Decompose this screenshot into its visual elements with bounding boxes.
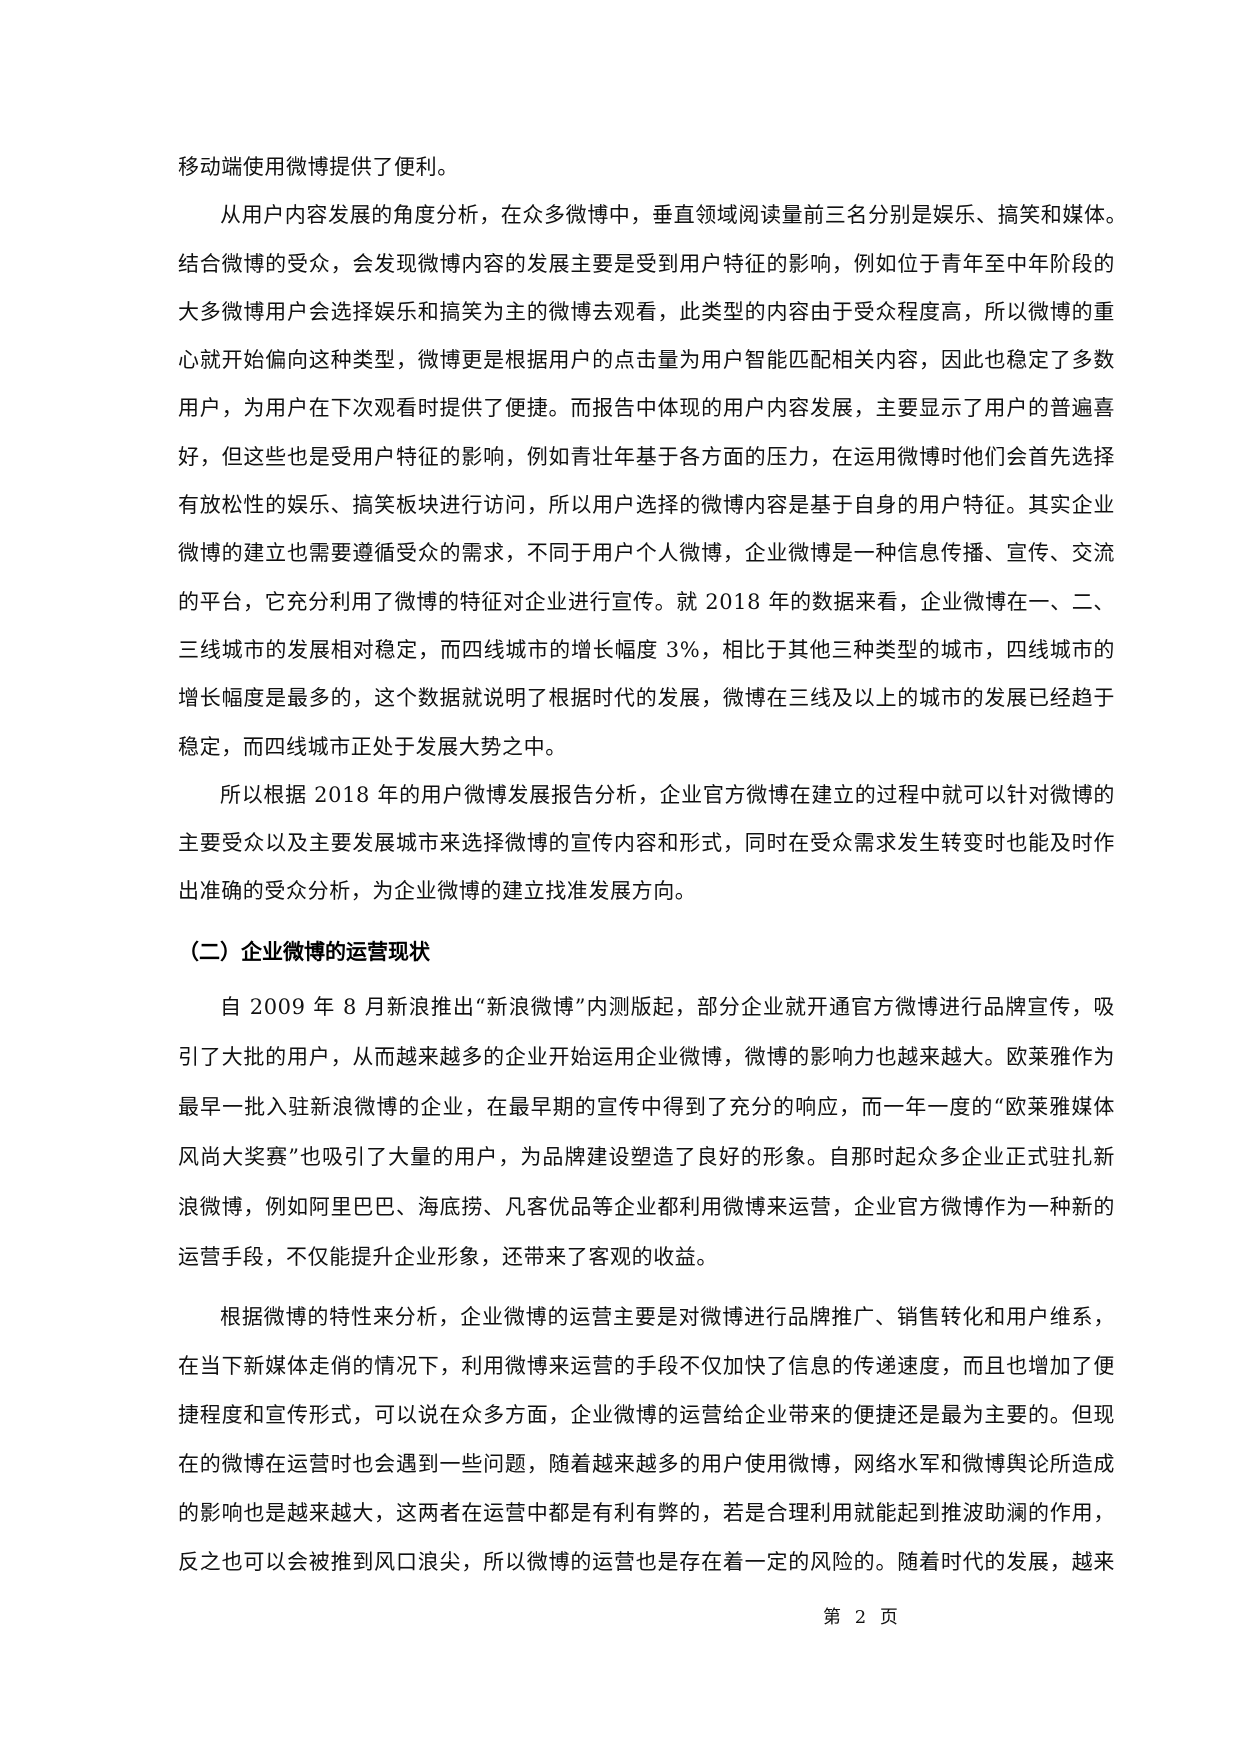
paragraph-line: 风尚大奖赛”也吸引了大量的用户，为品牌建设塑造了良好的形象。自那时起众多企业正式…: [178, 1145, 1115, 1169]
page-number: 第 2 页: [823, 1607, 902, 1628]
paragraph-line: 用户，为用户在下次观看时提供了便捷。而报告中体现的用户内容发展，主要显示了用户的…: [178, 396, 1115, 420]
paragraph-line: 有放松性的娱乐、搞笑板块进行访问，所以用户选择的微博内容是基于自身的用户特征。其…: [178, 493, 1115, 517]
paragraph-line: 所以根据 2018 年的用户微博发展报告分析，企业官方微博在建立的过程中就可以针…: [220, 783, 1115, 807]
paragraph-line: 在的微博在运营时也会遇到一些问题，随着越来越多的用户使用微博，网络水军和微博舆论…: [178, 1452, 1115, 1476]
paragraph-line: 心就开始偏向这种类型，微博更是根据用户的点击量为用户智能匹配相关内容，因此也稳定…: [178, 348, 1115, 372]
paragraph-line: 在当下新媒体走俏的情况下，利用微博来运营的手段不仅加快了信息的传递速度，而且也增…: [178, 1354, 1115, 1378]
paragraph-line: 的影响也是越来越大，这两者在运营中都是有利有弊的，若是合理利用就能起到推波助澜的…: [178, 1501, 1115, 1525]
paragraph-line: 引了大批的用户，从而越来越多的企业开始运用企业微博，微博的影响力也越来越大。欧莱…: [178, 1045, 1115, 1069]
paragraph-line: 结合微博的受众，会发现微博内容的发展主要是受到用户特征的影响，例如位于青年至中年…: [178, 252, 1115, 276]
paragraph-line: 增长幅度是最多的，这个数据就说明了根据时代的发展，微博在三线及以上的城市的发展已…: [178, 686, 1115, 710]
paragraph-line: 微博的建立也需要遵循受众的需求，不同于用户个人微博，企业微博是一种信息传播、宣传…: [178, 541, 1115, 565]
paragraph-line: 根据微博的特性来分析，企业微博的运营主要是对微博进行品牌推广、销售转化和用户维系…: [220, 1305, 1115, 1329]
paragraph-line: 移动端使用微博提供了便利。: [178, 155, 459, 179]
section-heading: （二）企业微博的运营现状: [178, 940, 430, 964]
paragraph-line: 三线城市的发展相对稳定，而四线城市的增长幅度 3%，相比于其他三种类型的城市，四…: [178, 638, 1115, 662]
paragraph-line: 运营手段，不仅能提升企业形象，还带来了客观的收益。: [178, 1245, 718, 1269]
paragraph-line: 稳定，而四线城市正处于发展大势之中。: [178, 735, 567, 759]
paragraph-line: 最早一批入驻新浪微博的企业，在最早期的宣传中得到了充分的响应，而一年一度的“欧莱…: [178, 1095, 1115, 1119]
paragraph-line: 的平台，它充分利用了微博的特征对企业进行宣传。就 2018 年的数据来看，企业微…: [178, 590, 1115, 614]
paragraph-line: 浪微博，例如阿里巴巴、海底捞、凡客优品等企业都利用微博来运营，企业官方微博作为一…: [178, 1195, 1115, 1219]
paragraph-line: 好，但这些也是受用户特征的影响，例如青壮年基于各方面的压力，在运用微博时他们会首…: [178, 445, 1115, 469]
paragraph-line: 从用户内容发展的角度分析，在众多微博中，垂直领域阅读量前三名分别是娱乐、搞笑和媒…: [220, 203, 1128, 227]
paragraph-line: 出准确的受众分析，为企业微博的建立找准发展方向。: [178, 879, 697, 903]
paragraph-line: 捷程度和宣传形式，可以说在众多方面，企业微博的运营给企业带来的便捷还是最为主要的…: [178, 1403, 1115, 1427]
paragraph-line: 自 2009 年 8 月新浪推出“新浪微博”内测版起，部分企业就开通官方微博进行…: [220, 995, 1115, 1019]
paragraph-line: 大多微博用户会选择娱乐和搞笑为主的微博去观看，此类型的内容由于受众程度高，所以微…: [178, 300, 1115, 324]
paragraph-line: 反之也可以会被推到风口浪尖，所以微博的运营也是存在着一定的风险的。随着时代的发展…: [178, 1550, 1115, 1574]
paragraph-line: 主要受众以及主要发展城市来选择微博的宣传内容和形式，同时在受众需求发生转变时也能…: [178, 831, 1115, 855]
